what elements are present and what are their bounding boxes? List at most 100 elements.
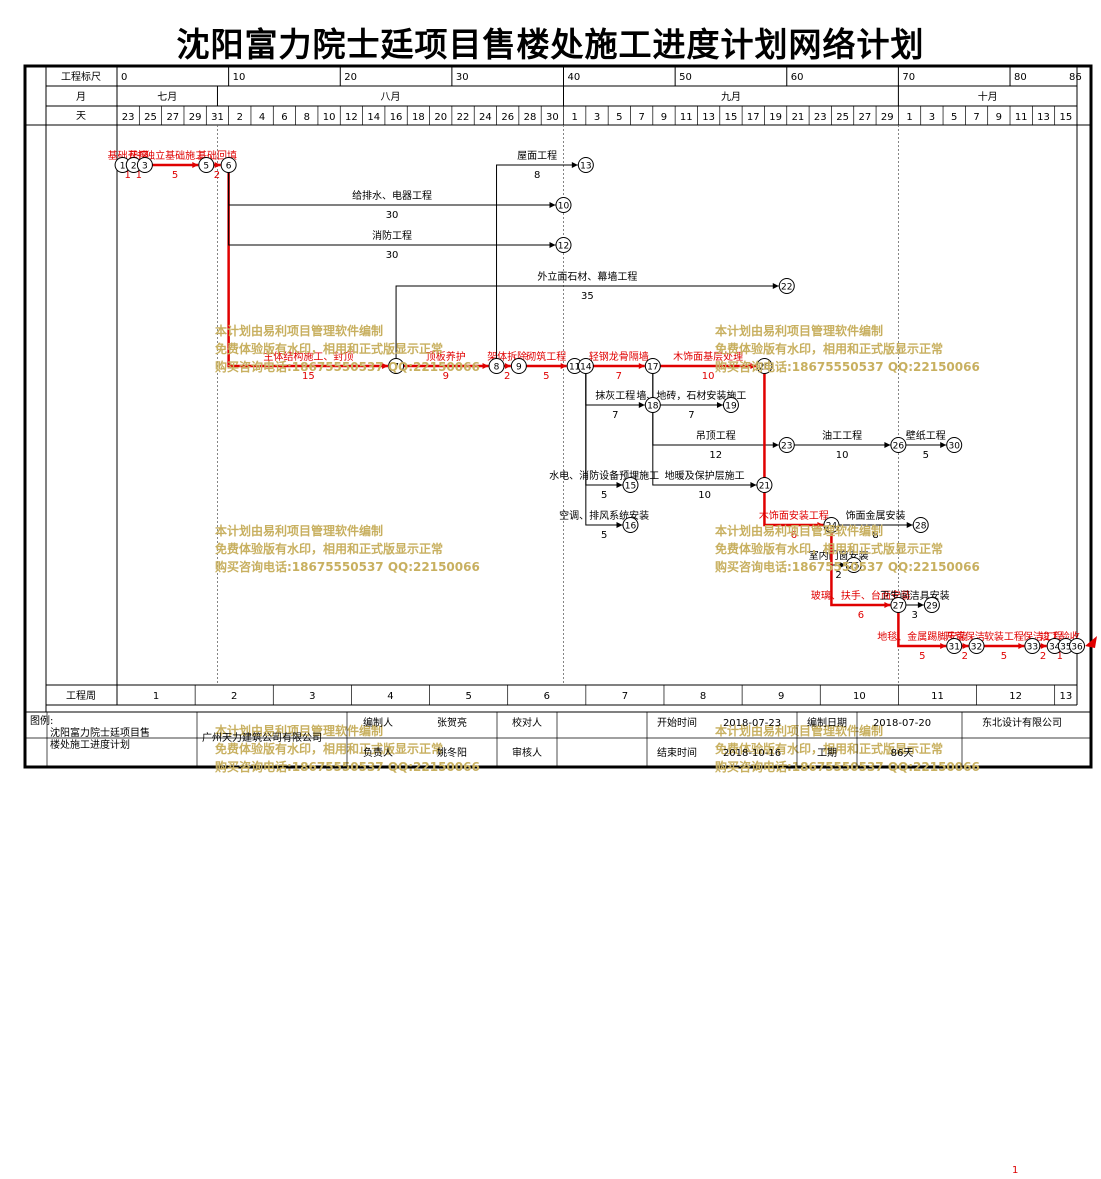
arrow-head xyxy=(750,363,757,369)
network-node xyxy=(198,157,215,173)
duration-label: 工期 xyxy=(817,747,837,759)
day-label: 1 xyxy=(571,112,577,123)
scale-tick-label: 40 xyxy=(568,72,581,83)
watermark-line-2: 免费体验版有水印，相用和正式版显示正常 xyxy=(215,741,443,756)
watermark-line-2: 免费体验版有水印，相用和正式版显示正常 xyxy=(715,741,943,756)
week-label: 2 xyxy=(231,691,237,702)
activity-duration: 2 xyxy=(835,570,841,581)
reviewer-label: 审核人 xyxy=(512,746,542,759)
node-number: 1 xyxy=(120,162,126,172)
arrow-head xyxy=(940,442,947,448)
activity-label: 独立基础施工 xyxy=(145,149,205,162)
node-number: 29 xyxy=(926,602,938,612)
week-label: 1 xyxy=(153,691,159,702)
network-node xyxy=(778,437,795,453)
footer-company: 广州天力建筑公司有限公司 xyxy=(202,731,322,744)
day-label: 13 xyxy=(702,112,715,123)
duration-value: 86天 xyxy=(891,748,914,759)
activity-arrow xyxy=(585,373,623,486)
day-label: 9 xyxy=(661,112,667,123)
node-number: 19 xyxy=(725,402,737,412)
activity-arrow xyxy=(496,164,578,359)
week-row-label: 工程周 xyxy=(66,690,96,702)
day-label: 26 xyxy=(501,112,514,123)
compile-date-label: 编制日期 xyxy=(807,716,847,729)
node-number: 28 xyxy=(915,522,927,532)
network-node xyxy=(388,358,405,374)
network-node xyxy=(923,597,940,613)
activity-duration: 10 xyxy=(698,490,711,501)
outer-frame xyxy=(23,64,1093,769)
watermark-line-2: 免费体验版有水印，相用和正式版显示正常 xyxy=(215,541,443,556)
network-node xyxy=(823,517,840,533)
node-number: 17 xyxy=(647,363,658,373)
network-node xyxy=(510,358,527,374)
activity-arrow xyxy=(585,373,623,526)
activity-duration: 2 xyxy=(504,371,510,382)
network-node xyxy=(644,397,661,413)
node-number: 10 xyxy=(558,202,570,212)
arrow-head xyxy=(940,643,947,649)
network-node xyxy=(622,517,639,533)
week-label: 13 xyxy=(1059,691,1072,702)
activity-label: 轻钢龙骨隔墙 xyxy=(589,350,649,363)
arrow-head xyxy=(839,562,846,568)
scale-tick-label: 80 xyxy=(1014,72,1027,83)
activity-duration: 5 xyxy=(1001,651,1007,662)
scale-tick-label: 20 xyxy=(344,72,357,83)
node-number: 24 xyxy=(826,522,838,532)
watermark-line-2: 免费体验版有水印，相用和正式版显示正常 xyxy=(215,341,443,356)
arrow-head xyxy=(1018,643,1025,649)
scale-tick-label: 0 xyxy=(121,72,127,83)
day-label: 15 xyxy=(1059,112,1072,123)
activity-label: 外立面石材、幕墙工程 xyxy=(537,270,637,283)
arrow-head xyxy=(817,522,824,528)
day-label: 5 xyxy=(616,112,622,123)
activity-duration: 5 xyxy=(543,371,549,382)
responsible-label: 负责人 xyxy=(363,746,393,759)
arrow-head xyxy=(638,363,645,369)
node-number: 31 xyxy=(948,643,959,653)
day-label: 3 xyxy=(929,112,935,123)
activity-duration: 2 xyxy=(962,651,968,662)
activity-label: 软装工程 xyxy=(984,630,1024,643)
arrow-head xyxy=(906,522,913,528)
network-node xyxy=(644,358,661,374)
day-row-label: 天 xyxy=(76,111,86,122)
end-label: 结束时间 xyxy=(657,746,697,759)
month-label: 九月 xyxy=(721,91,741,103)
activity-duration: 1 xyxy=(124,170,130,181)
activity-label: 给排水、电器工程 xyxy=(352,189,432,202)
design-company: 东北设计有限公司 xyxy=(982,716,1062,729)
day-label: 17 xyxy=(747,112,760,123)
end-flag-icon xyxy=(1085,636,1097,648)
day-label: 27 xyxy=(166,112,179,123)
scale-tick-label: 70 xyxy=(902,72,915,83)
node-number: 18 xyxy=(647,402,659,412)
activity-duration: 1 xyxy=(136,170,142,181)
network-node xyxy=(845,557,862,573)
arrow-head xyxy=(560,363,567,369)
network-node xyxy=(912,517,929,533)
activity-label: 饰面金属安装 xyxy=(846,509,906,522)
day-label: 15 xyxy=(725,112,738,123)
day-label: 10 xyxy=(323,112,336,123)
node-number: 15 xyxy=(625,482,636,492)
activity-duration: 3 xyxy=(911,610,917,621)
day-label: 27 xyxy=(859,112,872,123)
day-label: 29 xyxy=(881,112,894,123)
node-number: 7 xyxy=(393,363,399,373)
activity-label: 抹灰工程 xyxy=(595,389,635,402)
day-label: 20 xyxy=(434,112,447,123)
day-label: 14 xyxy=(367,112,380,123)
network-node xyxy=(946,638,963,654)
scale-tick-label: 30 xyxy=(456,72,469,83)
activity-label: 地暖及保护层施工 xyxy=(665,469,745,482)
watermark-line-3: 购买咨询电话:18675550537 QQ:22150066 xyxy=(715,759,980,774)
week-label: 8 xyxy=(700,691,706,702)
day-label: 16 xyxy=(390,112,403,123)
day-label: 5 xyxy=(951,112,957,123)
week-label: 6 xyxy=(544,691,550,702)
day-label: 7 xyxy=(973,112,979,123)
